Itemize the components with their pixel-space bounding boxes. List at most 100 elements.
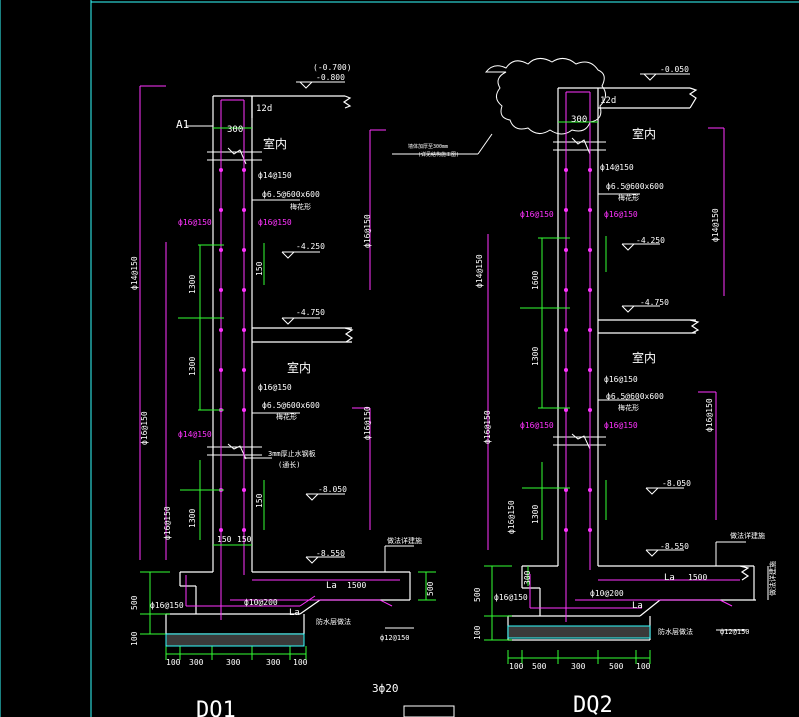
dq2-base-gravel <box>507 625 651 639</box>
dq2-rebar-12: ф12@150 <box>720 628 750 636</box>
dq2-waterproof-note: 做法详建施 <box>730 531 765 540</box>
dq2-note-plum-lower: 梅花形 <box>618 403 639 412</box>
dq2-rebar-6-5: ф6.5@600x600 <box>606 182 664 191</box>
dq2-rebar-14-inner: ф14@150 <box>600 163 634 172</box>
dq1-dim-150-h2: 150 <box>237 535 252 544</box>
dq1-elev-855: -8.550 <box>316 549 345 558</box>
dq1-dim-la-2: La <box>289 608 300 618</box>
dq2-rebar-dots <box>564 168 592 532</box>
dq2-rebar-16-right-side: ф16@150 <box>705 398 714 432</box>
dq1-rebar-16-outer: ф16@150 <box>140 411 149 445</box>
dq1-dim-500-right: 500 <box>426 581 435 596</box>
dq2-rebar-16-outer-low: ф16@150 <box>507 500 516 534</box>
dq1-rebar-14-outer: ф14@150 <box>130 256 139 290</box>
dq1-waterstop-symbol <box>207 147 262 460</box>
dq2-elev-805: -8.050 <box>662 479 691 488</box>
dq1-rebar-6-5-lower: ф6.5@600x600 <box>262 401 320 410</box>
dq2-dim-la-2: La <box>632 601 643 611</box>
dq2-rebar-14-outer: ф14@150 <box>475 254 484 288</box>
dq2-elev-855: -8.550 <box>660 542 689 551</box>
dq1-beam-section <box>403 705 455 717</box>
dq1-rebar-16-right-side: ф16@150 <box>363 214 372 248</box>
dq1-dim-150-upper: 150 <box>255 261 264 276</box>
dq1-waterstop-note: (通长) <box>278 460 300 469</box>
dq2-bottom-dim-1: 500 <box>532 662 547 671</box>
dq1-thickness: 300 <box>227 125 243 135</box>
dq2-room-upper: 室内 <box>632 126 656 141</box>
dq2-rebar-16-lower-left: ф16@150 <box>520 421 554 430</box>
dq1-axis-label: A1 <box>176 118 189 131</box>
dq1-anchor-12d: 12d <box>256 104 272 114</box>
dq2-bottom-dim-2: 300 <box>571 662 586 671</box>
dq1-dim-150-lower: 150 <box>255 493 264 508</box>
dq2-note-plum: 梅花形 <box>618 193 639 202</box>
dq2-waterproof-side: 做法详建施 <box>768 561 777 596</box>
dq1-dim-150-h1: 150 <box>217 535 232 544</box>
dq2-title: DQ2 <box>573 693 613 717</box>
dq1-dim-1500: 1500 <box>347 581 366 590</box>
dq1-bottom-dim-1: 300 <box>189 658 204 667</box>
dq1-bottom-dim-2: 300 <box>226 658 241 667</box>
dq1-rebar-lines <box>139 85 400 620</box>
dq1-dimension-lines <box>140 127 436 660</box>
dq1-elev-805: -8.050 <box>318 485 347 494</box>
dq2-elev-425: -4.250 <box>636 236 665 245</box>
dq2-rebar-16-left: ф16@150 <box>520 210 554 219</box>
dq2-elev-top: -0.050 <box>660 65 689 74</box>
dq1-dim-1300-b: 1300 <box>188 357 197 376</box>
dq2-dim-1300-b: 1300 <box>531 505 540 524</box>
dq1-elev-425: -4.250 <box>296 242 325 251</box>
dq1-rebar-14-lower: ф14@150 <box>178 430 212 439</box>
dq2-rebar-10-200: ф10@200 <box>590 589 624 598</box>
dq2-leaders <box>392 73 769 631</box>
dq1-dim-1300-a: 1300 <box>188 275 197 294</box>
dq1-dim-500: 500 <box>130 595 139 610</box>
dq2-dim-100: 100 <box>473 625 482 640</box>
dq1-elev-475: -4.750 <box>296 308 325 317</box>
dq1-bottom-dim-4: 100 <box>293 658 308 667</box>
section-dq2: -0.050 12d 300 室内 墙体加厚至300mm (详见结构施工图) ф… <box>392 58 777 717</box>
dq1-rebar-dots <box>219 168 246 532</box>
dq2-dim-1600: 1600 <box>531 271 540 290</box>
dq1-rebar-16-mid: ф16@150 <box>258 383 292 392</box>
dq2-bottom-dim-3: 500 <box>609 662 624 671</box>
dq1-waterstop: 3mm厚止水钢板 <box>268 449 316 458</box>
dq1-leaders <box>186 81 414 629</box>
dq2-bottom-dim-4: 100 <box>636 662 651 671</box>
dq1-waterproof-note: 做法详建施 <box>387 536 422 545</box>
dq1-room-upper: 室内 <box>263 136 287 151</box>
dq1-rebar-16-base: ф16@150 <box>150 601 184 610</box>
dq2-rebar-16-right: ф16@150 <box>604 210 638 219</box>
dq1-note-plum: 梅花形 <box>290 202 311 211</box>
dq1-dim-100: 100 <box>130 631 139 646</box>
dq2-dim-la: La <box>664 573 675 583</box>
dq2-revision-cloud <box>484 58 606 135</box>
dq2-dim-1500: 1500 <box>688 573 707 582</box>
dq2-cloud-note-2: (详见结构施工图) <box>418 151 459 158</box>
dq2-elev-475: -4.750 <box>640 298 669 307</box>
dq1-rebar-12: ф12@150 <box>380 634 410 642</box>
dq1-title: DQ1 <box>196 698 236 717</box>
dq2-thickness: 300 <box>571 115 587 125</box>
dq2-base-note: 防水层做法 <box>658 627 693 636</box>
dq2-rebar-14-right-side: ф14@150 <box>711 208 720 242</box>
dq1-base-note: 防水层做法 <box>316 617 351 626</box>
dq1-rebar-16-left: ф16@150 <box>178 218 212 227</box>
dq1-dim-1300-c: 1300 <box>188 509 197 528</box>
dq1-rebar-16-outer-low: ф16@150 <box>163 506 172 540</box>
dq1-rebar-16-right: ф16@150 <box>258 218 292 227</box>
dq2-waterstop-symbol <box>553 137 606 450</box>
dq1-dim-la: La <box>326 581 337 591</box>
dq1-beam-label: 3ф20 <box>372 682 399 695</box>
dq2-room-lower: 室内 <box>632 350 656 365</box>
dq1-note-plum-lower: 梅花形 <box>276 412 297 421</box>
section-dq1: (-0.700) -0.800 12d A1 300 室内 ф14@150 ф6… <box>130 63 455 717</box>
dq2-dim-1300-a: 1300 <box>531 347 540 366</box>
dq2-anchor-12d: 12d <box>600 96 616 106</box>
dq2-dimension-lines <box>484 121 651 664</box>
dq1-bottom-dim-0: 100 <box>166 658 181 667</box>
dq2-rebar-16-base: ф16@150 <box>494 593 528 602</box>
dq1-room-lower: 室内 <box>287 360 311 375</box>
